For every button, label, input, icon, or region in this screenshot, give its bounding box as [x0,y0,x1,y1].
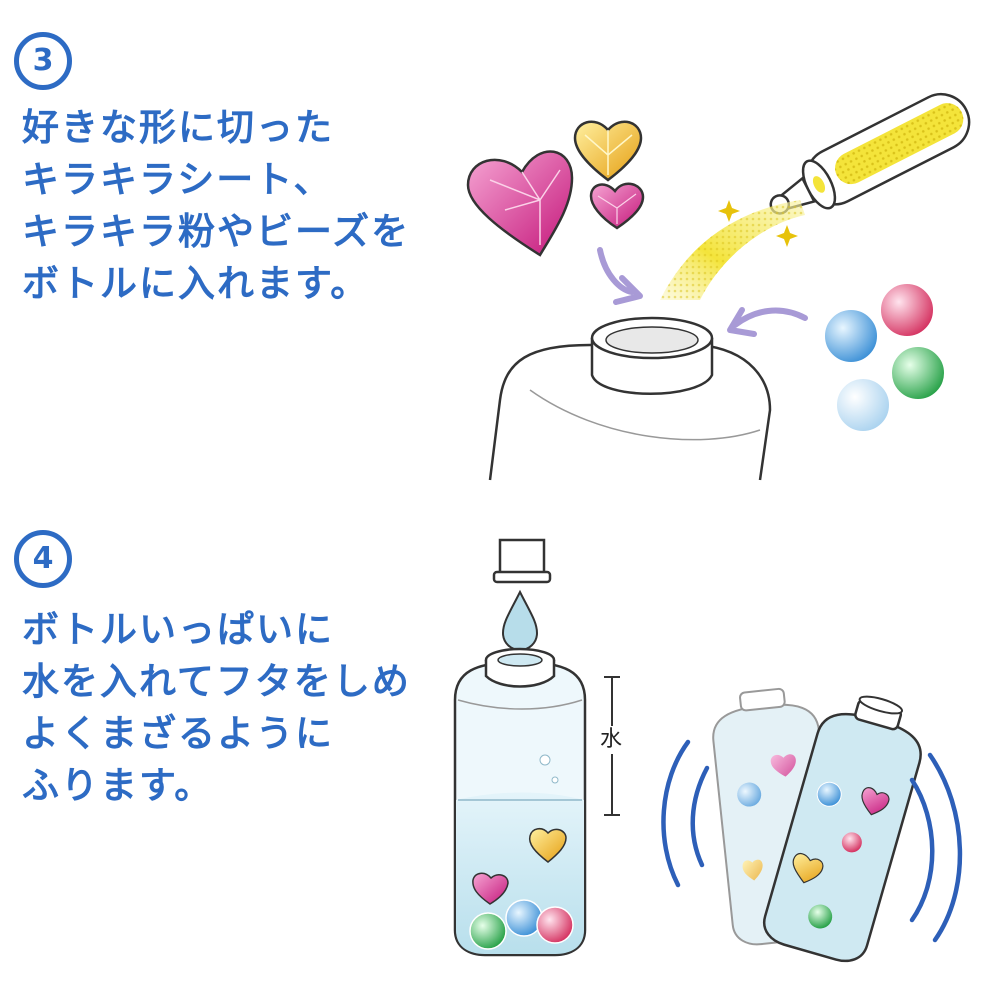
water-label: 水 [596,726,626,754]
step-4-line-1: ボトルいっぱいに [22,608,334,651]
step-3-line-3: キラキラ粉やビーズを [22,210,411,253]
water-drop-icon [501,589,539,652]
step-4-line-4: ふります。 [22,764,214,807]
sparkle-icon [776,225,798,247]
curved-arrow-icon [727,307,808,337]
step-3-instructions: 好きな形に切った キラキラシート、 キラキラ粉やビーズを ボトルに入れます。 [22,102,410,310]
step-3-line-4: ボトルに入れます。 [22,262,370,305]
gold-heart-sheet-icon [573,120,643,182]
step-4-line-3: よくまざるように [22,712,334,755]
shaking-bottles-icon [712,687,922,963]
step-4-number: 4 [14,530,72,588]
bead-icon [890,345,946,401]
motion-lines-icon [661,739,963,943]
filled-bottle-icon [453,647,587,957]
small-pink-heart-icon [589,182,645,230]
step-4-instructions: ボトルいっぱいに 水を入れてフタをしめ よくまざるように ふります。 [22,604,411,812]
bead-icon [823,308,879,364]
water-faucet-icon [492,538,552,584]
bead-icon [835,377,891,433]
bead-icon [879,282,935,338]
bottle-top-icon [488,316,772,481]
glitter-stream-icon [660,200,805,300]
sparkle-icon [718,200,740,222]
step-3-number: 3 [14,32,72,90]
pink-heart-sheet-icon [466,150,574,257]
step-3-line-2: キラキラシート、 [22,158,333,201]
beads-group [823,282,946,433]
glitter-tube-icon [769,93,971,215]
curved-arrow-icon [597,247,643,305]
step-3-line-1: 好きな形に切った [22,106,334,149]
step-4-line-2: 水を入れてフタをしめ [22,660,411,703]
